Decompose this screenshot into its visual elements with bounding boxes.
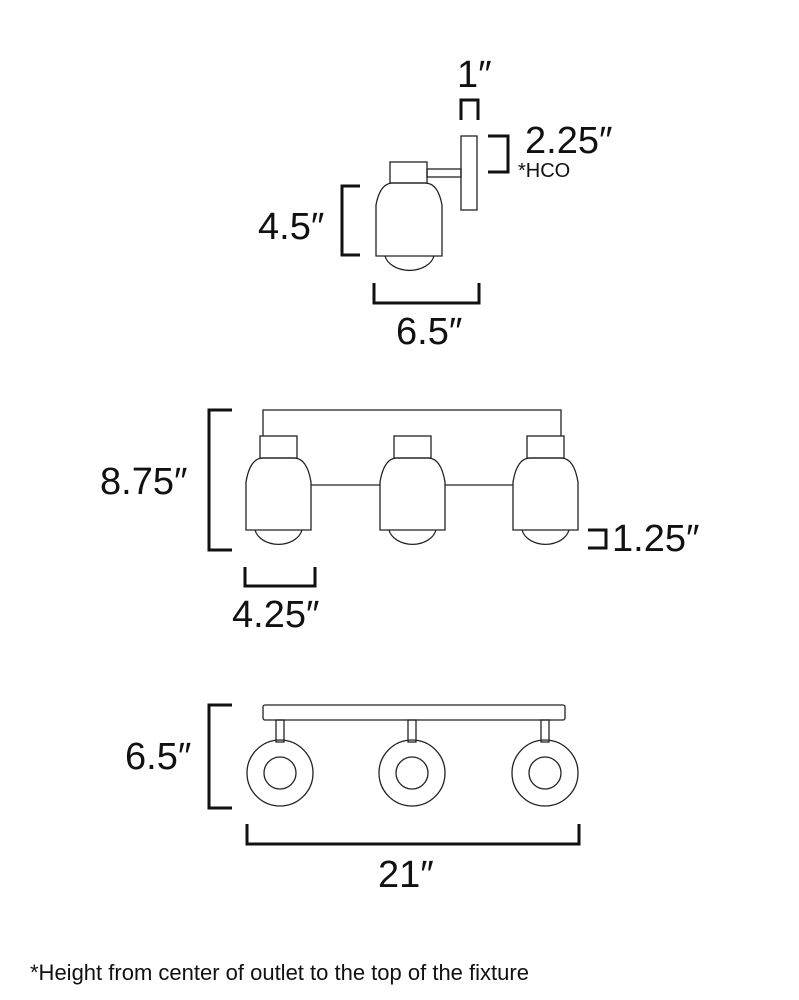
front-view-fixture bbox=[245, 409, 579, 545]
bulb-extension-label: 1.25″ bbox=[612, 518, 700, 560]
shade bbox=[379, 435, 446, 545]
ring bbox=[511, 719, 579, 807]
ring bbox=[378, 719, 446, 807]
top-view-fixture bbox=[246, 704, 579, 807]
top-depth-label: 6.5″ bbox=[125, 736, 192, 778]
shade-width-label: 4.25″ bbox=[232, 594, 320, 636]
shade bbox=[245, 435, 312, 545]
top-view-dimension-lines bbox=[207, 703, 581, 846]
footnote: *Height from center of outlet to the top… bbox=[30, 960, 529, 985]
hco-label: *HCO bbox=[518, 160, 571, 182]
side-view-dimension-lines bbox=[340, 98, 510, 305]
side-width-label: 1″ bbox=[457, 54, 492, 96]
shade-height-label: 4.5″ bbox=[258, 206, 325, 248]
overall-height-label: 8.75″ bbox=[100, 461, 188, 503]
overall-length-label: 21″ bbox=[378, 854, 434, 896]
front-view-dimension-lines bbox=[207, 408, 608, 588]
side-depth-label: 6.5″ bbox=[396, 311, 463, 353]
backplate-height-label: 2.25″ bbox=[525, 120, 613, 162]
side-view-fixture bbox=[375, 135, 478, 272]
shade bbox=[512, 435, 579, 545]
ring bbox=[246, 719, 314, 807]
